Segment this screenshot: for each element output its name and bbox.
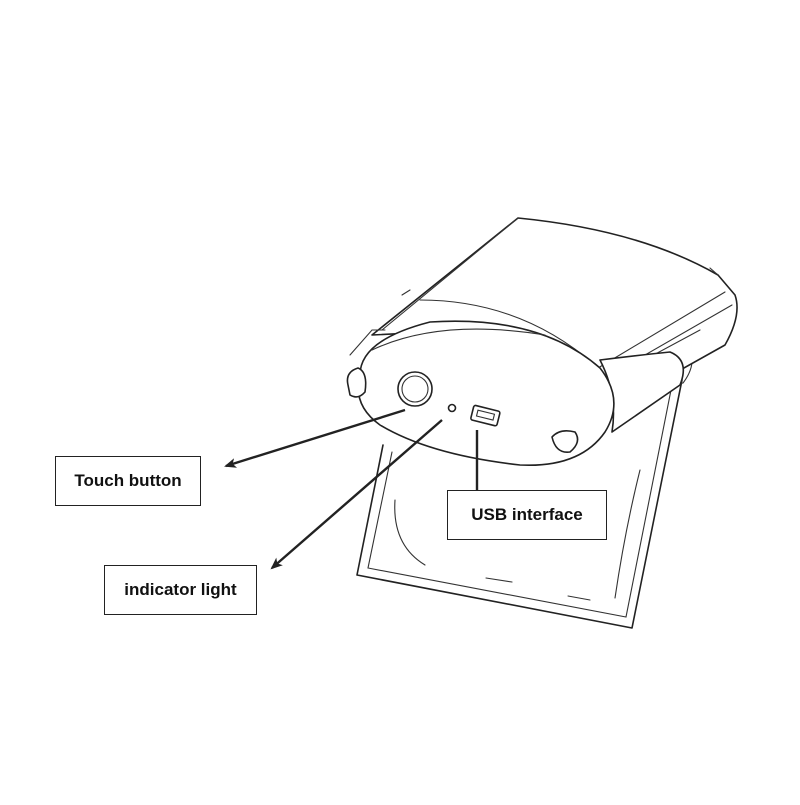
stand-bracket [356,289,693,629]
arrow-touch-button [224,408,406,468]
usb-interface-label: USB interface [447,490,607,540]
device-housing [346,217,738,467]
touch-button-part [397,371,433,407]
leader-arrows [224,408,482,570]
front-face [357,320,615,467]
indicator-light-label: indicator light [104,565,257,615]
touch-button-label: Touch button [55,456,201,506]
arrow-indicator-light [270,419,443,570]
indicator-light-part [447,403,457,413]
